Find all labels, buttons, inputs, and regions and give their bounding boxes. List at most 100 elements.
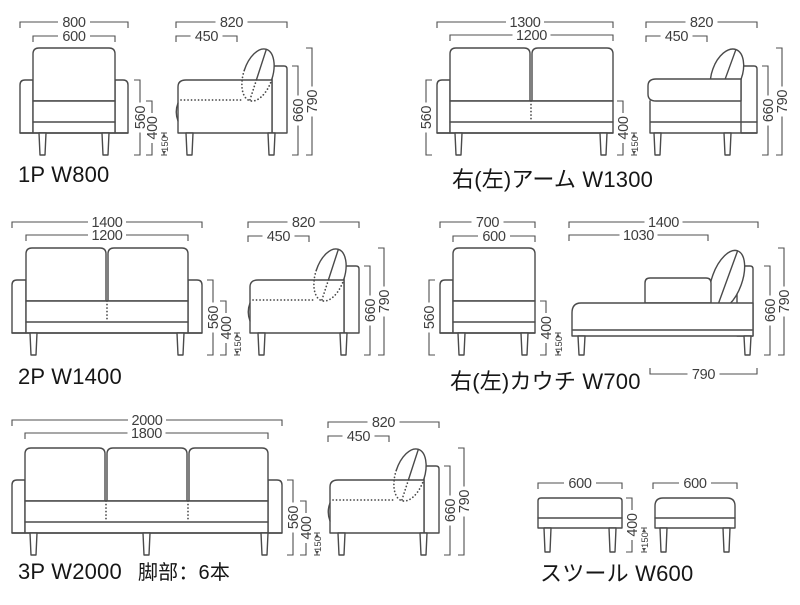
dim-leg-height: 150 (312, 532, 324, 556)
dim-value: 820 (220, 15, 244, 31)
dim-arm-height: 560 (206, 279, 222, 356)
dim-value: 1800 (131, 426, 162, 442)
dim-value: 660 (761, 99, 777, 123)
dim-value: 560 (419, 106, 435, 130)
arm-front-curve (247, 302, 251, 322)
dim-value: 1400 (91, 215, 122, 231)
arm-panel (19, 79, 34, 134)
leg (176, 332, 185, 356)
leg (267, 132, 276, 156)
dim-depth: 820 (645, 15, 758, 31)
back-panel (740, 65, 758, 134)
back-panel (423, 465, 440, 534)
dim-value: 2000 (131, 413, 162, 429)
dim-width: 2000 (11, 413, 283, 429)
dim-total-height: 790 (457, 447, 473, 556)
dim-value: 660 (291, 99, 307, 123)
seat-base (25, 300, 189, 334)
dim-value: 150 (313, 536, 324, 552)
dim-leg-height: 150 (553, 332, 565, 356)
dim-value: 600 (683, 476, 707, 492)
dim-value: 800 (62, 15, 86, 31)
dim-bottom-depth: 790 (649, 367, 758, 383)
bolster-hidden-edge (313, 269, 345, 302)
sofa-side-view-3: 820 450 660 790 (327, 415, 473, 556)
dim-leg-height: 150 (232, 332, 244, 356)
dim-value: 450 (665, 29, 689, 45)
dim-value: 790 (457, 490, 473, 514)
dim-1p-width: 800 (19, 15, 129, 31)
leg (653, 132, 662, 156)
back-cushion (188, 447, 269, 502)
label-stool: スツール W600 (540, 561, 694, 586)
arm-panel (436, 79, 451, 134)
dim-back-height: 660 (291, 65, 307, 156)
arm-panel (11, 479, 26, 534)
leg (577, 335, 586, 356)
dim-total-height: 790 (377, 247, 393, 356)
arm-side-panel (249, 279, 345, 334)
seat-base (32, 100, 116, 134)
dim-value: 790 (377, 290, 393, 314)
dim-seat-height: 400 (299, 500, 315, 556)
label-arm-w1300: 右(左)アーム W1300 (452, 167, 654, 192)
sofa-arm-w1300-front-view: 1300 1200 560 400 150 (419, 15, 641, 156)
leg (260, 532, 269, 556)
stool-front-view: 600 400 150 (537, 476, 651, 553)
dim-width: 1400 (568, 215, 759, 231)
back-cushion (449, 47, 531, 102)
back-panel (343, 265, 360, 334)
back-cushion (24, 447, 106, 502)
leg (101, 132, 110, 156)
sofa-2p-front-view: 1400 1200 560 400 150 (11, 215, 244, 356)
stool-body (537, 497, 623, 529)
dim-value: 400 (299, 516, 315, 540)
leg (454, 132, 463, 156)
dim-value: 560 (422, 306, 438, 330)
dim-seat-depth: 450 (327, 429, 390, 445)
dim-value: 660 (443, 499, 459, 523)
sofa-couch-side-view: 1400 1030 660 790 790 (568, 215, 793, 383)
leg (520, 332, 529, 356)
leg (142, 532, 151, 556)
dim-value: 790 (777, 290, 793, 314)
base-frame (649, 100, 758, 134)
leg (543, 527, 552, 553)
dim-value: 450 (267, 229, 291, 245)
dim-1p-inner-width: 600 (32, 29, 116, 45)
back-pad (644, 277, 712, 304)
dim-1p-seat-height: 400 (145, 100, 161, 156)
dim-value: 400 (625, 513, 641, 537)
dim-value: 600 (62, 29, 86, 45)
back-cushion (531, 47, 614, 102)
dim-width: 600 (652, 476, 738, 492)
dim-value: 560 (133, 106, 149, 130)
dim-seat-height: 400 (219, 300, 235, 356)
dim-value: 820 (690, 15, 714, 31)
leg (457, 332, 466, 356)
leg (38, 132, 47, 156)
dim-inner-width: 1200 (449, 28, 614, 44)
leg (599, 132, 608, 156)
dim-value: 150 (554, 336, 565, 352)
back-cushion (107, 247, 189, 302)
dim-inner-width: 1800 (24, 426, 269, 442)
sofa-3p-front-view: 2000 1800 560 400 150 (11, 413, 324, 556)
arm-front-curve (327, 502, 331, 522)
dim-seat-height: 400 (539, 300, 555, 356)
bolster-cushion (243, 48, 275, 81)
label-2p: 2P W1400 (18, 364, 122, 389)
label-3p-leg-note: 脚部：6本 (137, 562, 231, 584)
dim-value: 600 (568, 476, 592, 492)
dim-arm-height: 560 (422, 279, 438, 356)
dim-back-height: 660 (763, 265, 779, 356)
back-cushion (25, 247, 107, 302)
seat-seam (105, 500, 189, 523)
bolster-hidden-edge (241, 69, 273, 102)
sofa-side-view-2: 820 450 660 790 (247, 215, 393, 356)
back-cushion (32, 47, 116, 102)
dim-depth: 820 (175, 15, 288, 31)
dim-seat-height: 400 (616, 100, 632, 156)
dim-total-height: 790 (777, 247, 793, 356)
